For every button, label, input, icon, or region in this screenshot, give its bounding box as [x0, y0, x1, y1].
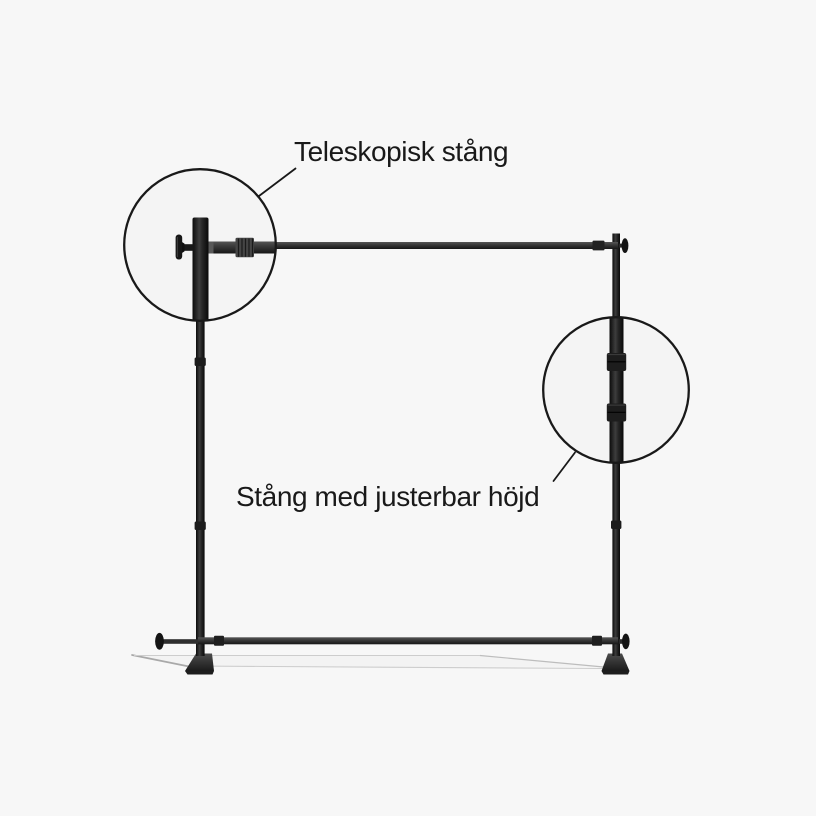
- left-pole-joint-lower: [194, 521, 206, 530]
- top-bar-right-knob: [621, 238, 629, 254]
- bottom-bar-left-knob: [155, 632, 164, 650]
- floor-shadow: [131, 654, 610, 670]
- detail-circle-adjustable-height: [542, 316, 690, 464]
- left-foot: [185, 653, 214, 675]
- magnified-pole: [192, 217, 209, 321]
- left-pole-joint-upper: [194, 357, 206, 366]
- bottom-bar-left-knob-stub: [161, 639, 198, 644]
- magnified-pole: [609, 317, 624, 463]
- bottom-bar: [155, 632, 630, 650]
- magnified-tightening-knob: [175, 234, 194, 260]
- magnified-clamp-upper: [606, 353, 627, 371]
- label-adjustable-height-rod: Stång med justerbar höjd: [236, 481, 540, 512]
- label-telescopic-rod: Teleskopisk stång: [294, 136, 509, 167]
- top-bar-right-knob-stub: [619, 243, 624, 248]
- top-bar: [200, 238, 629, 254]
- top-bar-coupler: [592, 240, 605, 251]
- bottom-bar-right-knob: [622, 633, 630, 650]
- right-foot: [601, 653, 630, 675]
- magnified-telescopic-coupler: [235, 237, 254, 258]
- leader-line-telescopic: [258, 167, 297, 197]
- left-pole: [196, 240, 205, 656]
- bottom-bar-right-knob-stub: [619, 639, 625, 644]
- detail-circle-telescopic-rod: [123, 168, 277, 322]
- magnified-rod-endcap: [208, 241, 214, 254]
- magnified-clamp-lower: [606, 403, 627, 422]
- leader-line-adjustable: [552, 451, 576, 482]
- right-pole-joint: [611, 520, 622, 529]
- bottom-bar-left-coupler: [214, 635, 224, 646]
- bottom-bar-right-coupler: [592, 635, 602, 646]
